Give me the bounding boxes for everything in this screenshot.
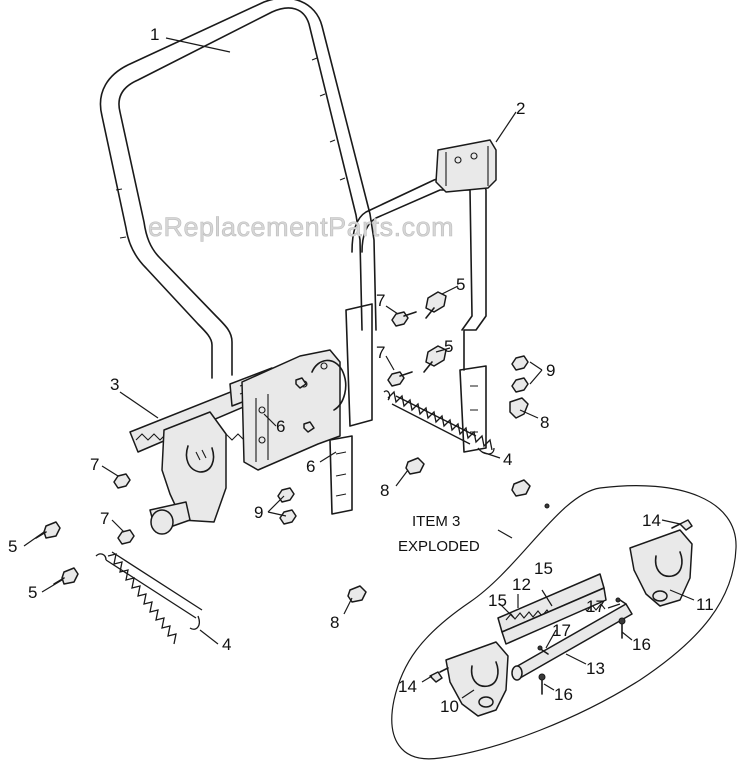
callout-4: 4 [222, 635, 231, 654]
spring-upper [383, 390, 495, 455]
callout-1: 1 [150, 25, 159, 44]
spring-lower [95, 551, 203, 645]
callout-numbers: 1 2 3 4 4 5 5 5 5 6 6 7 7 7 7 8 8 8 9 9 … [8, 25, 714, 716]
callout-2: 2 [516, 99, 525, 118]
callout-7: 7 [376, 291, 385, 310]
callout-7: 7 [90, 455, 99, 474]
callout-15: 15 [534, 559, 553, 578]
handle-bar [99, 0, 377, 379]
callout-15: 15 [488, 591, 507, 610]
callout-3: 3 [110, 375, 119, 394]
callout-5: 5 [28, 583, 37, 602]
callout-11: 11 [696, 595, 714, 614]
exploded-view [391, 485, 737, 760]
watermark: eReplacementParts.com [148, 212, 454, 242]
upper-bracket [329, 139, 497, 515]
callout-6: 6 [276, 417, 285, 436]
callout-7: 7 [100, 509, 109, 528]
callout-9: 9 [254, 503, 263, 522]
callout-14: 14 [398, 677, 417, 696]
callout-17: 17 [586, 597, 605, 616]
callout-8: 8 [540, 413, 549, 432]
callout-6: 6 [306, 457, 315, 476]
callout-16: 16 [632, 635, 651, 654]
callout-8: 8 [330, 613, 339, 632]
callout-8: 8 [380, 481, 389, 500]
callout-5: 5 [8, 537, 17, 556]
callout-14: 14 [642, 511, 661, 530]
exploded-caption-line2: EXPLODED [398, 538, 480, 555]
callout-12: 12 [512, 575, 531, 594]
exploded-caption-line1: ITEM 3 [412, 513, 460, 530]
callout-13: 13 [586, 659, 605, 678]
callout-7: 7 [376, 343, 385, 362]
callout-4: 4 [503, 450, 512, 469]
callout-5: 5 [444, 337, 453, 356]
callout-10: 10 [440, 697, 459, 716]
callout-16: 16 [554, 685, 573, 704]
leader-lines [23, 37, 695, 699]
callout-17: 17 [552, 621, 571, 640]
pedal-assembly [129, 349, 347, 535]
callout-5: 5 [456, 275, 465, 294]
callout-9: 9 [546, 361, 555, 380]
